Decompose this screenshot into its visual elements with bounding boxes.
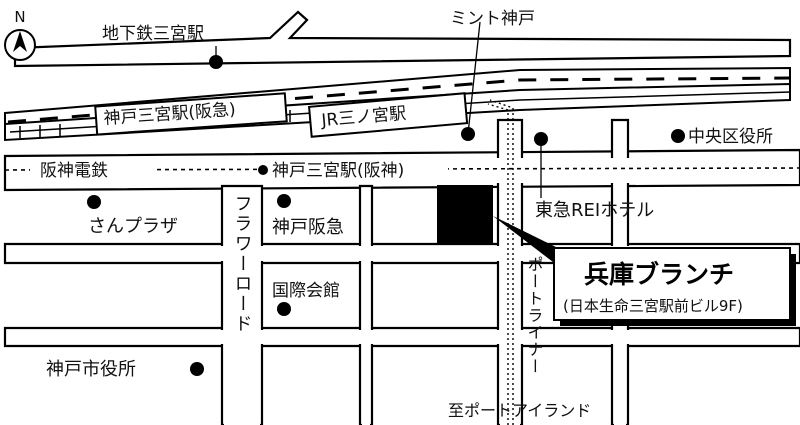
branch-name: 兵庫ブランチ bbox=[584, 260, 734, 289]
leader-lines bbox=[215, 21, 542, 198]
label-port-island-direction: 至ポートアイランド bbox=[448, 401, 591, 420]
branch-building: (日本生命三宮駅前ビル9F) bbox=[563, 297, 743, 315]
label-hanshin-sannomiya: 神戸三宮駅(阪神) bbox=[272, 161, 404, 181]
label-mint-kobe: ミント神戸 bbox=[450, 9, 535, 29]
callout-pointer bbox=[493, 216, 566, 272]
label-kokusai-kaikan: 国際会館 bbox=[272, 281, 340, 301]
label-flower-road: フラワーロード bbox=[232, 194, 253, 334]
compass: N bbox=[4, 8, 36, 61]
label-hanshin-line: 阪神電鉄 bbox=[40, 161, 108, 181]
kokusai-kaikan-marker bbox=[277, 302, 291, 316]
label-port-liner: ポートライナー bbox=[525, 256, 544, 375]
label-san-plaza: さんプラザ bbox=[88, 216, 178, 237]
label-city-hall: 神戸市役所 bbox=[46, 359, 136, 380]
road-north bbox=[13, 10, 792, 68]
san-plaza-marker bbox=[87, 195, 101, 209]
branch-callout bbox=[553, 247, 791, 321]
city-hall-marker bbox=[190, 362, 204, 376]
north-arrow-icon bbox=[13, 31, 27, 52]
target-building bbox=[437, 185, 493, 243]
label-subway-sannomiya: 地下鉄三宮駅 bbox=[102, 24, 204, 44]
label-kobe-hankyu: 神戸阪急 bbox=[272, 217, 344, 238]
label-tokyu-rei: 東急REIホテル bbox=[535, 200, 654, 221]
compass-north-label: N bbox=[14, 8, 25, 26]
chuo-ward-office-marker bbox=[671, 129, 685, 143]
station-boxes bbox=[30, 92, 469, 182]
label-chuo-ward-office: 中央区役所 bbox=[688, 127, 773, 147]
hanshin-station-marker bbox=[258, 165, 268, 175]
port-liner-line bbox=[487, 99, 514, 425]
kobe-hankyu-marker bbox=[277, 194, 291, 208]
